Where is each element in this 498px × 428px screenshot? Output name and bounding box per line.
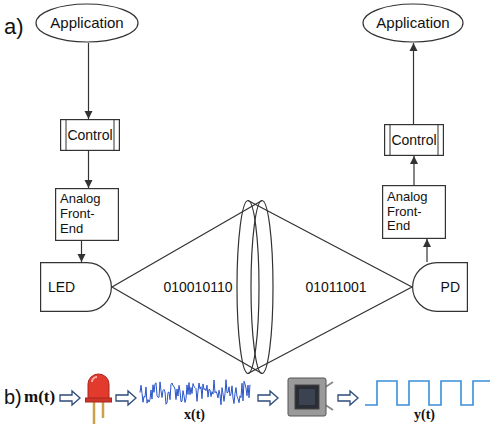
signal-name: m(t) xyxy=(24,387,55,407)
front-end-box: Analog Front-End xyxy=(55,188,119,241)
node-text: 01011001 xyxy=(305,279,366,296)
front-end-box: Analog Front-End xyxy=(382,185,446,239)
node-text: Analog Front-End xyxy=(387,190,442,235)
signal-name: y(t) xyxy=(414,407,435,423)
panel-label: b) xyxy=(4,386,22,409)
hollow-arrow xyxy=(60,391,80,405)
node-text: Analog Front-End xyxy=(60,192,115,237)
node-text: Application xyxy=(376,14,449,32)
square-signal xyxy=(365,381,490,405)
control-box: Control xyxy=(384,124,444,156)
signal-arrow xyxy=(88,43,89,119)
photodiode-icon xyxy=(288,378,333,416)
panel-label: a) xyxy=(4,14,24,40)
node-text: Control xyxy=(391,132,436,149)
led-block: LED xyxy=(40,262,112,312)
application-ellipse: Application xyxy=(362,3,464,43)
signal-arrow xyxy=(81,241,82,262)
node-text: Application xyxy=(50,14,123,32)
signal-name: x(t) xyxy=(184,407,205,423)
light-cone: 010010110 xyxy=(112,199,274,375)
hollow-arrow xyxy=(258,391,278,405)
signal-arrow xyxy=(426,239,427,262)
node-text: 010010110 xyxy=(163,279,232,296)
control-box: Control xyxy=(60,119,120,151)
light-cone: 01011001 xyxy=(236,199,412,375)
led-icon xyxy=(86,374,112,424)
signal-arrow xyxy=(88,151,89,188)
application-ellipse: Application xyxy=(35,3,139,43)
photodiode-block: PD xyxy=(412,262,468,312)
noisy-signal xyxy=(140,380,250,405)
node-text: PD xyxy=(441,279,460,296)
signal-arrow xyxy=(413,156,414,185)
hollow-arrow xyxy=(116,391,136,405)
signal-arrow xyxy=(413,43,414,124)
node-text: LED xyxy=(48,279,75,296)
hollow-arrow xyxy=(338,391,358,405)
node-text: Control xyxy=(67,127,112,144)
